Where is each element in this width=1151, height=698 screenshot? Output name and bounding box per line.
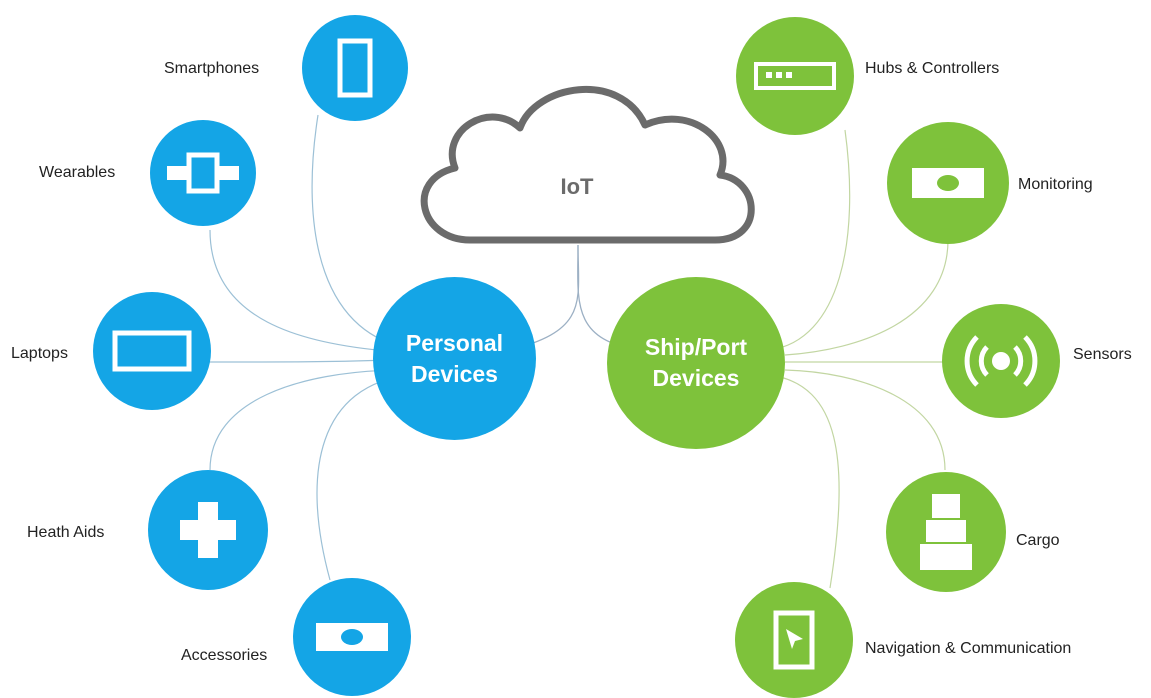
- iot-cloud-label: IoT: [560, 174, 594, 199]
- link-laptops: [209, 359, 391, 363]
- smartphone-icon: [337, 38, 373, 98]
- hub-controller-icon: [754, 62, 836, 90]
- personal-devices-hub: Personal Devices: [373, 277, 536, 440]
- ship-hub-title-line2: Devices: [652, 365, 740, 391]
- wearables-label: Wearables: [39, 164, 116, 181]
- hubs-controllers-node: [736, 17, 854, 135]
- wearables-node: [150, 120, 256, 226]
- link-cargo: [784, 369, 946, 471]
- cargo-node: [886, 472, 1006, 592]
- accessories-node: [293, 578, 411, 696]
- sensors-label: Sensors: [1073, 346, 1132, 363]
- link-heath-aids: [209, 369, 396, 471]
- personal-hub-title-line2: Devices: [411, 360, 498, 387]
- wearable-band-icon: [167, 152, 239, 194]
- heath-aids-label: Heath Aids: [27, 524, 105, 541]
- smartphones-label: Smartphones: [164, 60, 260, 77]
- monitor-icon: [912, 168, 984, 198]
- cargo-boxes-icon: [920, 494, 972, 570]
- monitoring-node: [887, 122, 1009, 244]
- iot-cloud-shape: [420, 86, 755, 244]
- card-accessory-icon: [316, 623, 388, 651]
- sensor-signal-icon: [964, 335, 1038, 387]
- ship-hub-title-line1: Ship/Port: [644, 334, 748, 360]
- sensors-node: [942, 304, 1060, 418]
- link-hubs: [769, 129, 851, 351]
- ship-port-devices-hub: Ship/Port Devices: [607, 277, 785, 449]
- navigation-tablet-icon: [773, 610, 815, 670]
- cargo-label: Cargo: [1016, 532, 1060, 549]
- link-wearables: [209, 229, 401, 353]
- heath-aids-node: [148, 470, 268, 590]
- hubs-controllers-label: Hubs & Controllers: [865, 60, 1000, 77]
- smartphones-node: [302, 15, 408, 121]
- plus-cross-icon: [180, 502, 236, 558]
- navigation-communication-label: Navigation & Communication: [865, 640, 1072, 657]
- monitoring-label: Monitoring: [1018, 176, 1093, 193]
- accessories-label: Accessories: [181, 647, 268, 664]
- laptops-label: Laptops: [11, 345, 68, 362]
- link-navigation: [769, 374, 840, 589]
- personal-hub-title-line1: Personal: [405, 329, 504, 356]
- navigation-communication-node: [735, 582, 853, 698]
- laptop-icon: [112, 330, 192, 372]
- laptops-node: [93, 292, 211, 410]
- link-monitoring: [784, 239, 949, 356]
